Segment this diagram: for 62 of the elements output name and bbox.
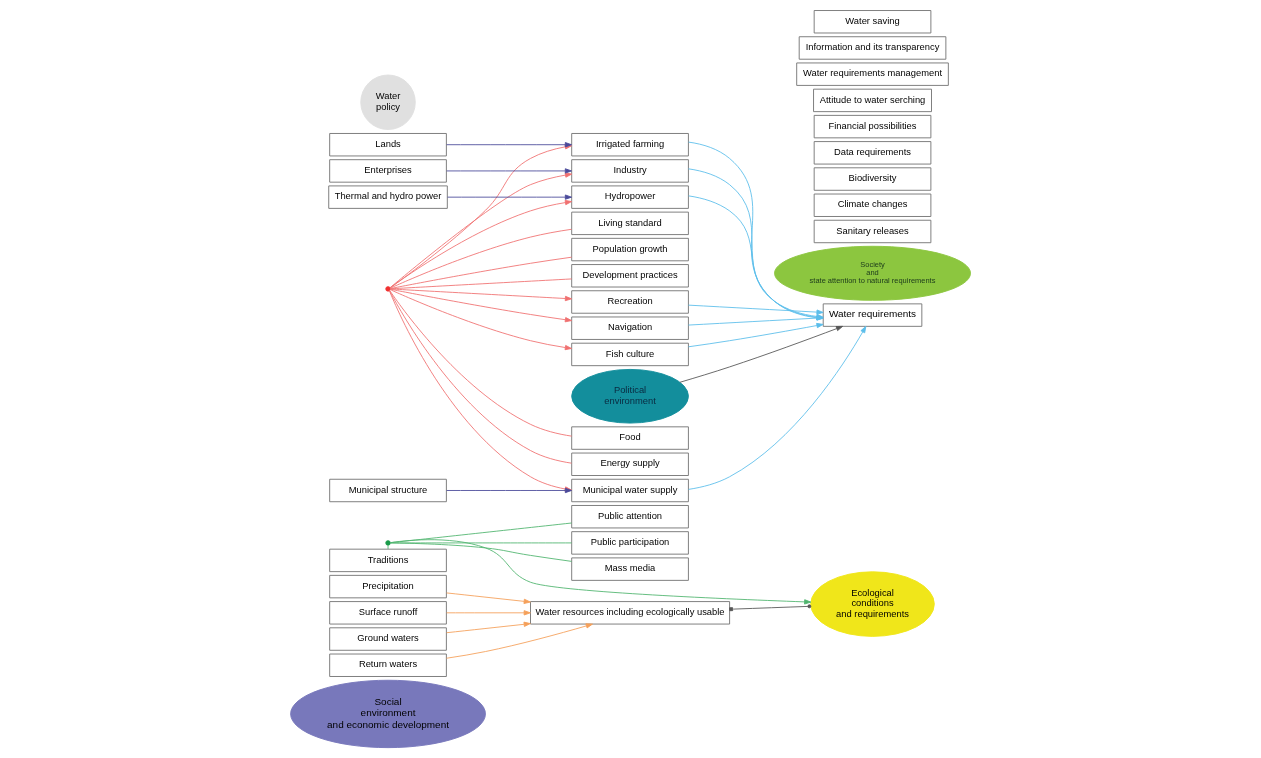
node-ellipse: Political environment (571, 368, 689, 424)
node-box: Enterprises (329, 159, 447, 183)
node-circle (385, 540, 391, 546)
node-box: Biodiversity (813, 167, 932, 191)
node-box: Data requirements (813, 141, 932, 165)
node-box: Irrigated farming (571, 133, 689, 157)
node-box: Energy supply (571, 452, 689, 476)
connector (389, 290, 573, 437)
node-box: Precipitation (329, 574, 447, 599)
arrow (679, 325, 844, 383)
node-box: Information and its transparency (798, 36, 947, 60)
node-box: Lands (329, 133, 447, 157)
node-box: Development practices (571, 264, 689, 288)
connector (389, 228, 572, 289)
node-box: Recreation (571, 290, 689, 314)
node-box: Water resources including ecologically usable (530, 601, 731, 625)
node-box: Sanitary releases (813, 219, 932, 244)
node-box: Traditions (329, 548, 447, 573)
arrow (446, 592, 531, 604)
node-box: Surface runoff (329, 601, 447, 625)
connector (390, 542, 573, 562)
node-box: Mass media (571, 557, 689, 581)
node-box: Water requirements management (796, 62, 949, 86)
node-box: Population growth (571, 237, 689, 262)
node-box: Attitude to water serching (813, 88, 932, 113)
node-ellipse: Social environment and economic development (290, 679, 486, 749)
node-box: Return waters (329, 653, 447, 677)
connector (387, 544, 389, 550)
node-box: Ground waters (329, 627, 447, 651)
arrow (688, 304, 824, 315)
arrow (446, 623, 593, 659)
arrow (446, 610, 531, 616)
arrow (389, 288, 572, 323)
arrow (446, 168, 572, 174)
node-box: Public attention (571, 505, 689, 529)
node-ellipse: Ecological conditions and requirements (810, 571, 935, 637)
node-box: Municipal water supply (571, 478, 689, 503)
node-box: Public participation (571, 531, 689, 555)
arrow (688, 322, 824, 348)
node-box: Water requirements (822, 303, 923, 327)
arrow (446, 621, 531, 634)
arrow (447, 194, 572, 200)
arrow (688, 325, 867, 490)
node-box: Climate changes (813, 193, 932, 217)
node-box: Industry (571, 159, 689, 183)
node-box: Thermal and hydro power (328, 185, 448, 209)
node-box: Navigation (571, 316, 689, 340)
node-box: Hydropower (571, 185, 689, 209)
connector (389, 256, 572, 289)
node-box: Fish culture (571, 342, 689, 367)
arrow (389, 289, 572, 351)
node-box: Municipal structure (329, 478, 447, 503)
node-box: Financial possibilities (813, 114, 932, 139)
node-box: Food (571, 426, 689, 450)
node-box: Living standard (571, 211, 689, 236)
arrow (389, 172, 573, 289)
node-box: Water saving (813, 10, 932, 34)
arrow (390, 288, 573, 302)
arrow (389, 199, 573, 289)
node-circle (385, 286, 391, 292)
node-circle: Water policy (360, 74, 416, 130)
arrow (389, 539, 812, 605)
